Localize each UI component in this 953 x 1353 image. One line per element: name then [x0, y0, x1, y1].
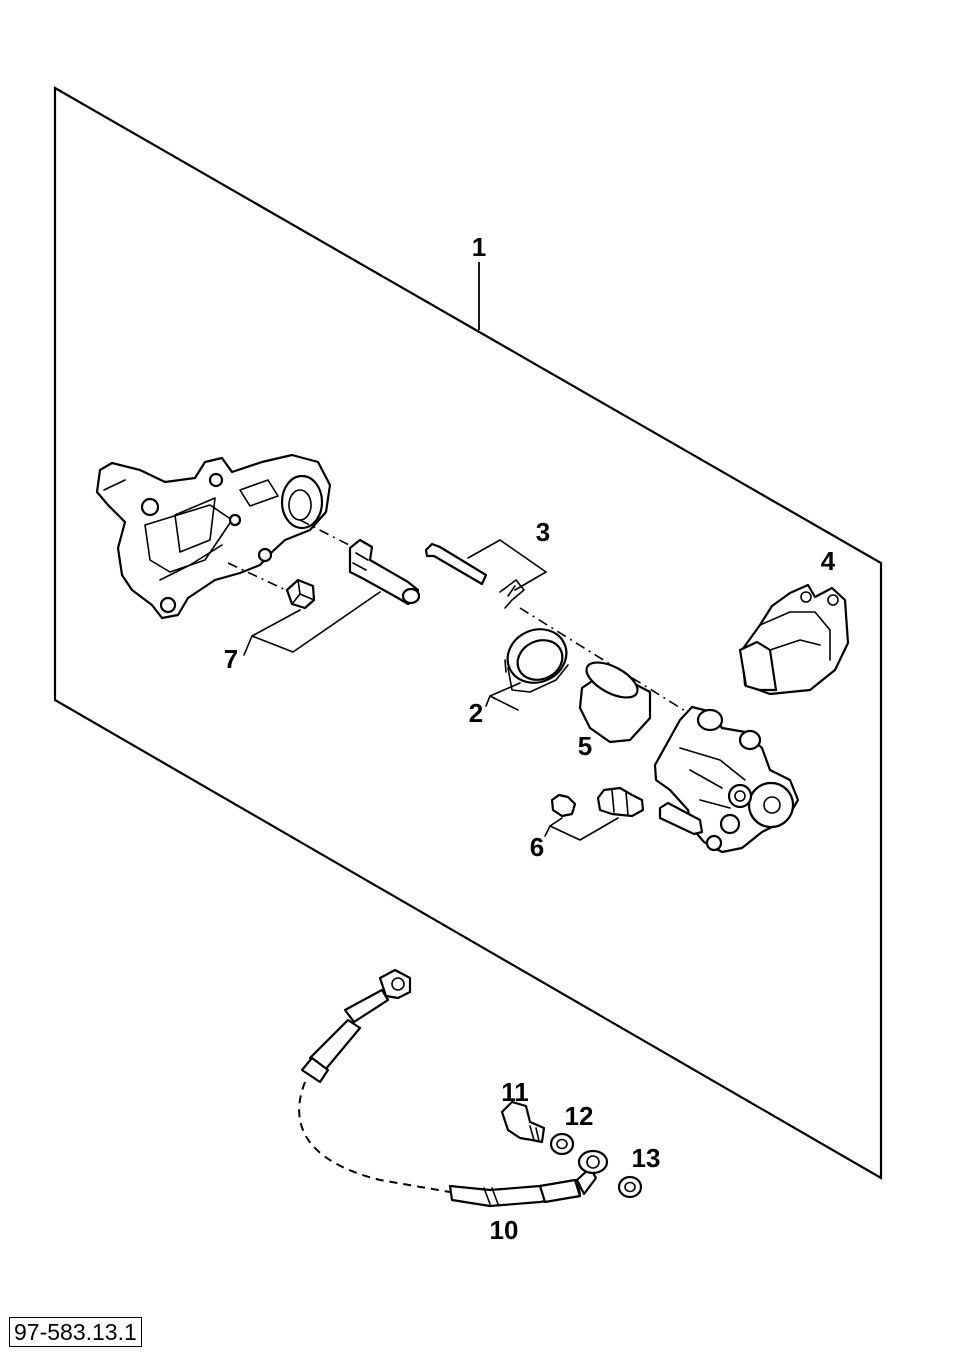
leader-7 [243, 591, 381, 656]
caliper-housing [653, 705, 800, 854]
callout-4: 4 [821, 546, 836, 576]
piston [578, 661, 652, 744]
leader-3 [467, 539, 547, 591]
callout-5: 5 [578, 731, 592, 761]
callout-11: 11 [501, 1077, 529, 1107]
banjo-bolt [500, 1100, 546, 1144]
bolt [285, 578, 316, 610]
bleeder-screw-small [550, 793, 577, 818]
callout-2: 2 [469, 698, 483, 728]
caliper-bracket [95, 453, 332, 620]
brake-hose [298, 968, 609, 1208]
callout-12: 12 [565, 1101, 594, 1131]
brake-pads [738, 583, 850, 696]
callout-6: 6 [530, 832, 544, 862]
callout-13: 13 [632, 1143, 661, 1173]
callout-10: 10 [490, 1215, 519, 1245]
leader-6 [544, 817, 619, 841]
washer-13 [617, 1175, 643, 1199]
assembly-boundary [53, 86, 883, 1180]
callout-3: 3 [536, 517, 550, 547]
callout-7: 7 [224, 644, 238, 674]
sliding-pin [424, 542, 488, 586]
leader-2 [485, 682, 521, 711]
guide-pin [348, 538, 421, 606]
retaining-clip [499, 579, 525, 609]
axis-line-upper [299, 519, 356, 549]
callout-1: 1 [472, 232, 486, 262]
washer-12 [549, 1132, 575, 1156]
piston-seal [504, 628, 569, 693]
bleeder-screw-large [596, 786, 645, 818]
document-number: 97-583.13.1 [9, 1317, 142, 1347]
